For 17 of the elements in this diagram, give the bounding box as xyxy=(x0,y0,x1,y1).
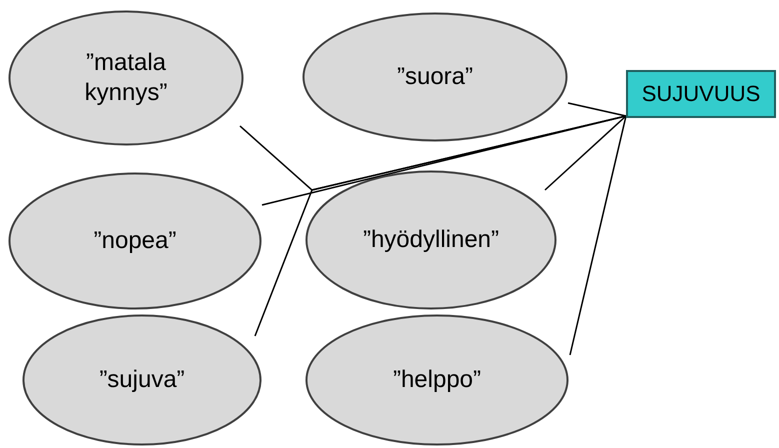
node-label: ”hyödyllinen” xyxy=(362,225,500,255)
oval-node xyxy=(305,170,557,310)
concept-box xyxy=(626,70,776,118)
oval-node xyxy=(302,12,568,142)
connector-line xyxy=(544,115,626,191)
node-label: ”sujuva” xyxy=(99,365,185,395)
node-label: ”helppo” xyxy=(392,365,482,395)
node-label: ”nopea” xyxy=(94,226,176,256)
oval-node xyxy=(8,172,262,310)
connector-line xyxy=(568,102,626,117)
oval-node xyxy=(305,314,569,446)
node-label: ”matala kynnys” xyxy=(84,48,168,108)
node-label: SUJUVUUS xyxy=(642,80,760,108)
connector-line xyxy=(569,116,627,356)
node-label: ”suora” xyxy=(396,62,474,92)
oval-node xyxy=(8,10,244,146)
oval-node xyxy=(22,314,262,446)
